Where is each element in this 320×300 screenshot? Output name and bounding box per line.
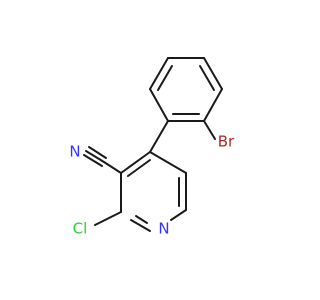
ring-nitrogen-label: N [158,220,169,238]
bond-biaryl [149,120,169,153]
bond-phenyl-c2-c3-inner [157,65,173,91]
molecule-structure: N N Cl Br [69,57,235,238]
bromine-label: Br [218,133,235,151]
atom-labels: N N Cl Br [69,133,235,238]
bond-pyr-n-c2 [130,219,151,232]
bond-nitrile-2 [88,146,107,159]
bond-nitrile-1 [85,150,105,163]
bond-pyr-c6-n [170,209,187,221]
chlorine-label: Cl [73,220,88,238]
bond-phenyl-c2-c3 [149,57,169,90]
bond-phenyl-c4-c5 [203,57,223,90]
bond-pyr-c3-c4 [120,151,151,174]
bond-pyr-n-c2-inner [135,215,148,224]
bonds [83,57,223,232]
bond-c-br [203,120,216,140]
bond-pyr-c3-c4-inner [127,159,151,177]
bond-phenyl-c1-c2 [149,88,169,122]
bond-c-cl [94,211,122,226]
structure-canvas: N N Cl Br [69,57,235,238]
bond-phenyl-c4-c5-inner [199,65,215,91]
bond-pyr-c4-c5 [149,151,187,174]
nitrile-nitrogen-label: N [69,143,80,161]
bond-nitrile-3 [83,154,103,167]
bond-c-cn [103,161,122,174]
bond-phenyl-c5-c6 [203,88,223,122]
